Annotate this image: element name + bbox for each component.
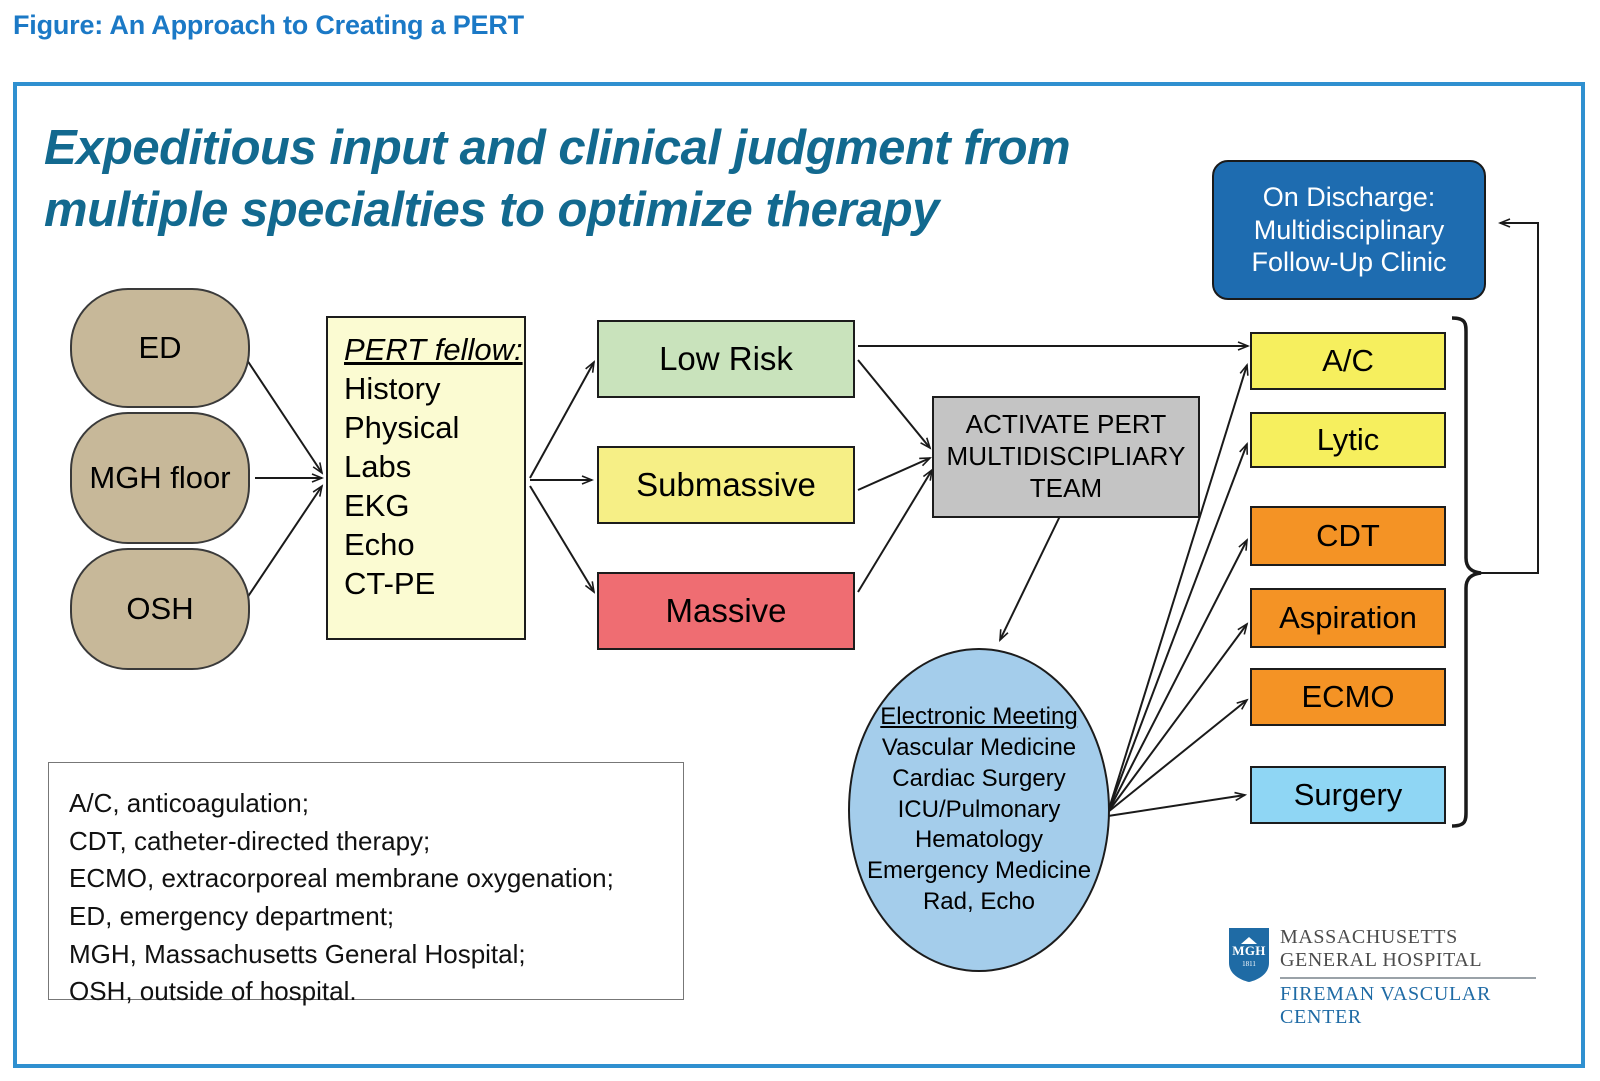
risk-label: Massive bbox=[665, 592, 787, 629]
pert-fellow-item: History bbox=[344, 371, 441, 407]
abbreviation-item: A/C, anticoagulation; bbox=[69, 788, 309, 818]
pert-fellow-item: Labs bbox=[344, 449, 412, 485]
activate-line-1: ACTIVATE PERT bbox=[965, 409, 1167, 440]
electronic-meeting-member: Vascular Medicine bbox=[881, 734, 1077, 762]
shield-icon bbox=[1229, 928, 1269, 982]
treatment-label: A/C bbox=[1322, 343, 1374, 378]
source-label: OSH bbox=[126, 590, 194, 626]
shield-label: MGH 1811 bbox=[1228, 927, 1270, 983]
electronic-meeting-member: Hematology bbox=[914, 826, 1044, 854]
electronic-meeting-header: Electronic Meeting bbox=[880, 703, 1078, 731]
treatment-label: Surgery bbox=[1293, 777, 1403, 812]
source-label: ED bbox=[138, 329, 182, 365]
treatment-box-cdt[interactable]: CDT bbox=[1250, 506, 1446, 566]
electronic-meeting-member: Cardiac Surgery bbox=[892, 764, 1066, 792]
electronic-meeting-member: Rad, Echo bbox=[922, 887, 1036, 915]
shield-year: 1811 bbox=[1242, 959, 1256, 968]
abbreviation-item: MGH, Massachusetts General Hospital; bbox=[69, 938, 526, 969]
discharge-line-3: Follow-Up Clinic bbox=[1251, 247, 1447, 278]
source-label: MGH floor bbox=[89, 459, 231, 495]
electronic-meeting-member: ICU/Pulmonary bbox=[897, 795, 1061, 823]
source-node-mgh-floor[interactable]: MGH floor bbox=[70, 412, 250, 544]
source-node-osh[interactable]: OSH bbox=[70, 548, 250, 670]
headline: Expeditious input and clinical judgment … bbox=[44, 121, 1071, 237]
figure-caption: Figure: An Approach to Creating a PERT bbox=[13, 10, 524, 40]
pert-fellow-item: Echo bbox=[344, 527, 415, 563]
abbreviation-legend: A/C, anticoagulation; CDT, catheter-dire… bbox=[48, 762, 684, 1006]
on-discharge-box[interactable]: On Discharge: Multidisciplinary Follow-U… bbox=[1212, 160, 1486, 300]
mgh-logo: MGH 1811 MASSACHUSETTS GENERAL HOSPITAL … bbox=[1228, 925, 1538, 1028]
logo-line-2: GENERAL HOSPITAL bbox=[1280, 949, 1483, 971]
treatment-box-aspiration[interactable]: Aspiration bbox=[1250, 588, 1446, 648]
shield-initials: MGH bbox=[1232, 942, 1266, 958]
treatment-box-ac[interactable]: A/C bbox=[1250, 332, 1446, 390]
risk-box-low-risk[interactable]: Low Risk bbox=[597, 320, 855, 398]
treatment-box-lytic[interactable]: Lytic bbox=[1250, 412, 1446, 468]
pert-fellow-item: EKG bbox=[344, 488, 410, 524]
logo-line-3: FIREMAN VASCULAR CENTER bbox=[1280, 983, 1492, 1028]
treatment-label: Aspiration bbox=[1279, 600, 1417, 635]
electronic-meeting-member: Emergency Medicine bbox=[866, 857, 1092, 885]
risk-box-submassive[interactable]: Submassive bbox=[597, 446, 855, 524]
abbreviation-item: OSH, outside of hospital. bbox=[69, 976, 357, 1007]
abbreviation-item: CDT, catheter-directed therapy; bbox=[69, 825, 431, 856]
discharge-line-2: Multidisciplinary bbox=[1253, 214, 1445, 245]
risk-label: Submassive bbox=[636, 466, 816, 503]
activate-line-3: TEAM bbox=[1029, 472, 1103, 503]
logo-line-1: MASSACHUSETTS bbox=[1280, 926, 1458, 948]
treatment-label: CDT bbox=[1316, 518, 1380, 553]
treatment-label: ECMO bbox=[1301, 679, 1395, 714]
treatment-label: Lytic bbox=[1316, 422, 1380, 457]
abbreviation-item: ECMO, extracorporeal membrane oxygenatio… bbox=[69, 863, 614, 894]
source-node-ed[interactable]: ED bbox=[70, 288, 250, 408]
discharge-line-1: On Discharge: bbox=[1262, 181, 1436, 212]
treatment-box-surgery[interactable]: Surgery bbox=[1250, 766, 1446, 824]
abbreviation-item: ED, emergency department; bbox=[69, 901, 395, 932]
risk-label: Low Risk bbox=[659, 340, 793, 377]
risk-box-massive[interactable]: Massive bbox=[597, 572, 855, 650]
logo-divider bbox=[1280, 977, 1536, 979]
pert-fellow-item: CT-PE bbox=[344, 566, 436, 602]
activate-pert-box[interactable]: ACTIVATE PERT MULTIDISCIPLIARY TEAM bbox=[932, 396, 1200, 518]
electronic-meeting-ellipse[interactable]: Electronic Meeting Vascular Medicine Car… bbox=[848, 648, 1110, 972]
pert-fellow-box[interactable]: PERT fellow: History Physical Labs EKG E… bbox=[326, 316, 526, 640]
treatment-box-ecmo[interactable]: ECMO bbox=[1250, 668, 1446, 726]
pert-fellow-header: PERT fellow: bbox=[344, 332, 523, 367]
pert-fellow-item: Physical bbox=[344, 410, 460, 446]
activate-line-2: MULTIDISCIPLIARY bbox=[946, 441, 1186, 472]
